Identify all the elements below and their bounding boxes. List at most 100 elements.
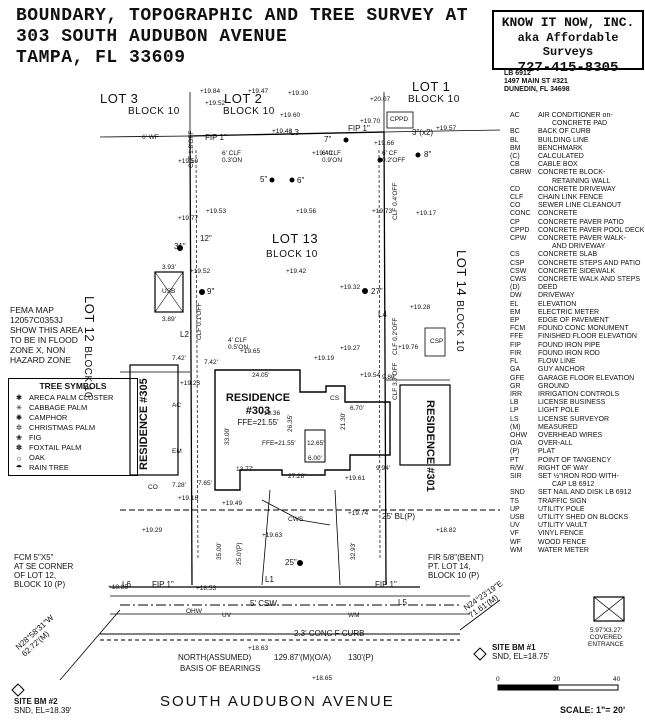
legend-definition: LIGHT POLE [538,407,580,415]
fema-line: 12057C0353J [10,315,63,325]
entrance-line: COVERED [589,634,622,641]
dim-994: 9.94' [376,465,390,472]
legend-definition: WOOD FENCE [538,538,587,546]
tree-symbol-label: CHRISTMAS PALM [29,423,96,432]
usb-shed [154,271,184,313]
legend-row: EP EDGE OF PAVEMENT [510,317,644,325]
elevation-point: +19.47 [248,88,269,95]
legend-definition: GROUND [538,382,570,390]
lot2-label: LOT 2 [224,91,263,106]
walk-path [261,499,331,526]
legend-definition: CONCRETE DRIVEWAY [538,185,616,193]
wm-label: WM [348,612,360,619]
license-number: LB 6912 [504,70,531,77]
legend-definition: CONCRETE PAD [552,120,608,128]
legend-definition: AND DRIVEWAY [552,243,606,251]
tree-12-label: 12" [200,234,212,243]
tree-marker-1 [177,245,183,251]
legend-definition: RETAINING WALL [552,177,611,185]
ffe2-label: FFE=21.55' [262,440,296,447]
legend-definition: BENCHMARK [538,144,583,152]
legend-abbr: LB [510,399,519,407]
legend-abbr: WF [510,538,521,546]
elevation-point: +19.52 [205,100,226,107]
dim-2635: 26.35' [287,414,294,432]
legend-definition: FLOW LINE [538,358,576,366]
legend-definition: EDGE OF PAVEMENT [538,317,609,325]
elevation-point: +19.28 [410,304,431,311]
legend-row: AND DRIVEWAY [510,243,644,251]
survey-title: BOUNDARY, TOPOGRAPHIC AND TREE SURVEY AT… [16,6,468,69]
legend-abbr: BC [510,128,520,136]
legend-abbr: EP [510,317,520,325]
dim-742a: 7.42' [172,355,186,362]
legend-definition: BUILDING LINE [538,136,589,144]
legend-abbr: CB [510,161,520,169]
north-note: NORTH(ASSUMED) [178,653,252,662]
tree-25-label: 25" [285,558,297,567]
elevation-point: +19.66 [374,140,395,147]
entrance-symbol [593,596,625,622]
uv-label: UV [222,612,232,619]
legend-abbr: FFE [510,333,524,341]
legend-abbr: DW [510,292,522,300]
tree-icon: ✳ [15,403,23,412]
elevation-point: +19.16 [178,495,199,502]
fema-line: ZONE X, NON [10,345,66,355]
dim-3293: 32.93' [350,542,357,560]
residence-303-outline [214,369,391,491]
legend-definition: SET NAIL AND DISK LB 6912 [538,489,632,497]
tree-marker-8 [377,157,383,163]
lot2-block: BLOCK 10 [223,106,275,117]
fcm-line: OF LOT 12, [14,571,57,580]
tree-symbol-item: ✺CAMPHOR [13,413,133,423]
bottom-dist-m: 129.87'(M)(O/A) [274,653,332,662]
legend-abbr: CS [510,251,520,259]
title-line-3: TAMPA, FL 33609 [16,48,186,68]
cws-label: CWS [288,516,304,523]
tree-icon: ✽ [15,443,23,452]
legend-abbr: CLF [510,194,524,202]
legend-abbr: TS [510,497,519,505]
lot1-block: BLOCK 10 [408,94,460,105]
scale-bar-a [497,684,559,691]
tree-symbol-label: OAK [29,453,45,462]
clf01-label: CLF 0.1'OFF [196,302,203,340]
lot13-west-line [189,135,193,586]
legend-abbr: VF [510,530,519,538]
sidewalk-band [110,595,470,615]
wf-label: 6' WF [142,134,159,141]
fema-line: TO BE IN FLOOD [10,335,78,345]
tree-icon: ❀ [15,433,23,442]
elevation-point: +19.23 [180,380,201,387]
bm1-marker [473,647,487,661]
legend-definition: SET ½"IRON ROD WITH- [538,472,619,480]
company-address: LB 6912 1497 MAIN ST #321 DUNEDIN, FL 34… [504,70,570,94]
usb-shed-x [154,271,184,313]
legend-abbr: CSP [510,259,525,267]
residence-305-outline [129,364,179,476]
legend-definition: DRIVEWAY [538,292,575,300]
l5-label: L5 [398,598,407,607]
elevation-point: +19.77 [178,215,199,222]
legend-abbr: CPW [510,235,527,243]
legend-abbr: (P) [510,448,520,456]
em-label: EM [172,448,182,455]
legend-definition: DEED [538,284,558,292]
legend-abbr: CSW [510,267,527,275]
fence-east [378,149,381,561]
tree-9-label: 9" [207,287,215,296]
